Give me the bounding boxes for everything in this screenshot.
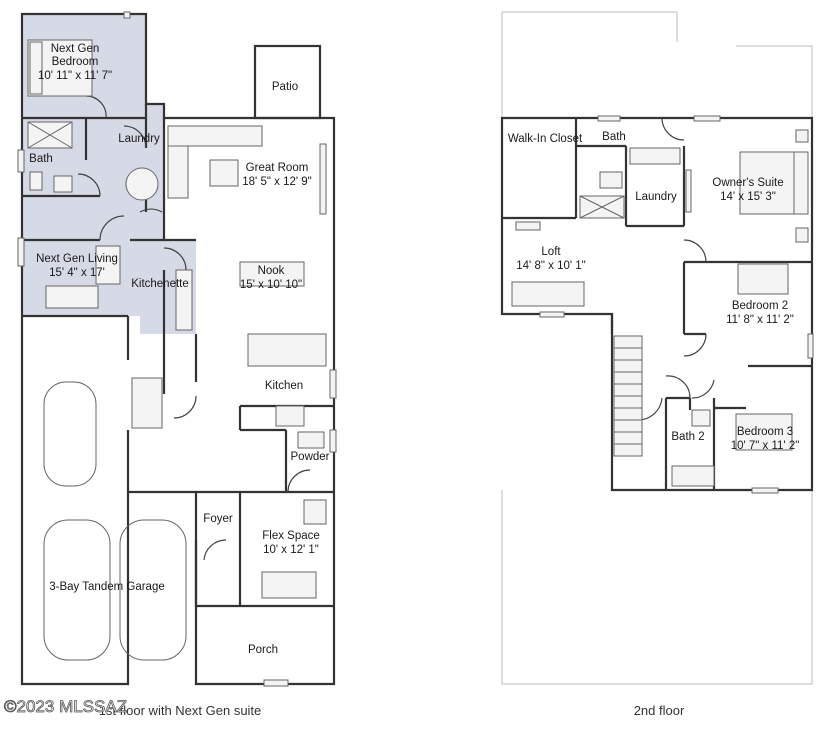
second-floor-windows bbox=[539, 115, 814, 494]
dims-bedroom-2: 11' 8" x 11' 2" bbox=[726, 314, 794, 326]
label-flex-space: Flex Space bbox=[262, 530, 320, 542]
interior-walls bbox=[22, 104, 334, 608]
dims-bedroom-3: 10' 7" x 11' 2" bbox=[731, 440, 800, 452]
label-laundry-2f: Laundry bbox=[635, 191, 677, 203]
label-patio: Patio bbox=[272, 81, 298, 93]
label-nook: Nook bbox=[258, 265, 285, 277]
label-loft: Loft bbox=[541, 246, 561, 258]
dims-next-gen-living: 15' 4" x 17' bbox=[49, 267, 105, 279]
label-owners-suite: Owner's Suite bbox=[712, 177, 783, 189]
label-garage: 3-Bay Tandem Garage bbox=[49, 581, 165, 593]
caption-first-floor: 1st floor with Next Gen suite bbox=[99, 703, 262, 718]
label-bedroom-3: Bedroom 3 bbox=[737, 426, 793, 438]
second-floor-door-swings bbox=[637, 117, 715, 421]
label-great-room: Great Room bbox=[246, 162, 309, 174]
dims-flex-space: 10' x 12' 1" bbox=[263, 544, 319, 556]
caption-second-floor: 2nd floor bbox=[634, 703, 685, 718]
second-floor-ghost-outline bbox=[501, 11, 813, 685]
label-porch: Porch bbox=[248, 644, 278, 656]
garage-cars bbox=[43, 381, 187, 661]
label-bath-2: Bath 2 bbox=[671, 431, 704, 443]
label-powder: Powder bbox=[291, 451, 330, 463]
label-walk-in-closet: Walk-In Closet bbox=[508, 133, 583, 145]
label-laundry-1f: Laundry bbox=[118, 133, 160, 145]
dims-loft: 14' 8" x 10' 1" bbox=[516, 260, 585, 272]
label-bedroom-2: Bedroom 2 bbox=[732, 300, 788, 312]
furniture bbox=[27, 39, 327, 599]
dims-owners-suite: 14' x 15' 3" bbox=[720, 191, 776, 203]
label-kitchenette: Kitchenette bbox=[131, 278, 189, 290]
label-bath-1f: Bath bbox=[29, 153, 53, 165]
second-floor-labels: Walk-In Closet Bath Laundry Owner's Suit… bbox=[508, 131, 799, 452]
second-floor-interior-walls bbox=[502, 118, 812, 490]
dims-next-gen-bedroom: 10' 11" x 11' 7" bbox=[38, 70, 112, 82]
dims-nook: 15' x 10' 10" bbox=[240, 279, 302, 291]
label-bath-2f: Bath bbox=[602, 131, 626, 143]
second-floor-outer-wall bbox=[500, 116, 814, 492]
second-floor: Walk-In Closet Bath Laundry Owner's Suit… bbox=[500, 11, 814, 718]
door-swings bbox=[77, 95, 311, 561]
windows bbox=[17, 11, 337, 687]
dims-great-room: 18' 5" x 12' 9" bbox=[242, 176, 311, 188]
label-kitchen: Kitchen bbox=[265, 380, 303, 392]
label-next-gen-living: Next Gen Living bbox=[36, 253, 118, 265]
watermark: ©2023 MLSSAZ bbox=[4, 697, 127, 716]
label-foyer: Foyer bbox=[203, 513, 233, 525]
second-floor-furniture bbox=[511, 129, 809, 487]
